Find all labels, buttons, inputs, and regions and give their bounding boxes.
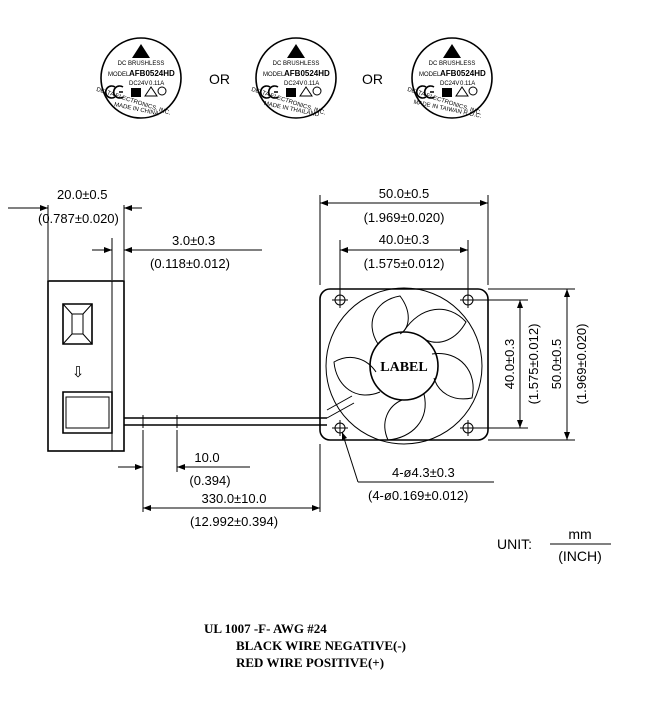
dim-height-mm: 50.0±0.5 xyxy=(549,339,564,390)
dim-width-mm: 50.0±0.5 xyxy=(379,186,430,201)
unit-denominator: (INCH) xyxy=(558,548,602,564)
dim-hole-pitch-v-in: (1.575±0.012) xyxy=(526,324,541,405)
delta-logo-icon xyxy=(443,44,461,58)
airflow-arrow-icon: ⇩ xyxy=(72,364,85,381)
dimension-text: 20.0±0.5 (0.787±0.020) 3.0±0.3 (0.118±0.… xyxy=(38,186,589,529)
dim-width-in: (1.969±0.020) xyxy=(364,210,445,225)
delta-logo-icon xyxy=(132,44,150,58)
badge-amp: 0.11A xyxy=(149,81,164,87)
dim-depth-in: (0.787±0.020) xyxy=(38,211,119,226)
note-line: UL 1007 -F- AWG #24 xyxy=(204,621,327,636)
side-strut xyxy=(62,391,113,434)
dimension-lines xyxy=(8,195,575,512)
badge-amp: 0.11A xyxy=(304,81,319,87)
badge-model-prefix: MODEL xyxy=(263,72,285,78)
dim-holes-mm: 4-ø4.3±0.3 xyxy=(392,465,455,480)
dim-lead-in: (12.992±0.394) xyxy=(190,514,278,529)
badge-line1: DC BRUSHLESS xyxy=(429,61,476,67)
label-badge: DC BRUSHLESS MODEL AFB0524HD DC24V 0.11A… xyxy=(406,37,493,120)
dim-flange-mm: 3.0±0.3 xyxy=(172,233,215,248)
or-text: OR xyxy=(362,71,383,87)
unit-numerator: mm xyxy=(568,526,591,542)
badge-volt: DC24V xyxy=(129,81,148,87)
dim-hole-pitch-v-mm: 40.0±0.3 xyxy=(502,339,517,390)
note-line: RED WIRE POSITIVE(+) xyxy=(236,655,384,670)
label-badge: DC BRUSHLESS MODEL AFB0524HD DC24V 0.11A… xyxy=(95,37,182,119)
wire-notes: UL 1007 -F- AWG #24 BLACK WIRE NEGATIVE(… xyxy=(204,621,406,670)
or-text: OR xyxy=(209,71,230,87)
badge-line1: DC BRUSHLESS xyxy=(273,61,320,67)
dim-hole-pitch-in: (1.575±0.012) xyxy=(364,256,445,271)
hub-label: LABEL xyxy=(380,360,427,375)
side-housing xyxy=(47,280,125,452)
unit-block: UNIT: mm (INCH) xyxy=(497,526,611,564)
delta-logo-icon xyxy=(287,44,305,58)
label-badges: DC BRUSHLESS MODEL AFB0524HD DC24V 0.11A… xyxy=(95,37,493,120)
badge-model: AFB0524HD xyxy=(284,69,330,78)
dim-lead-mm: 330.0±10.0 xyxy=(202,491,267,506)
dim-strip-in: (0.394) xyxy=(189,473,230,488)
badge-model: AFB0524HD xyxy=(129,69,175,78)
side-view: ⇩ xyxy=(47,280,327,452)
unit-prefix: UNIT: xyxy=(497,536,532,552)
label-badge: DC BRUSHLESS MODEL AFB0524HD DC24V 0.11A… xyxy=(250,37,337,119)
dim-depth-mm: 20.0±0.5 xyxy=(57,187,108,202)
cert-marks-icon xyxy=(415,85,478,99)
badge-line1: DC BRUSHLESS xyxy=(118,61,165,67)
dim-strip-mm: 10.0 xyxy=(194,450,219,465)
fan-opening xyxy=(325,287,483,445)
note-line: BLACK WIRE NEGATIVE(-) xyxy=(236,638,406,653)
badge-amp: 0.11A xyxy=(460,81,475,87)
fan-frame xyxy=(319,288,489,441)
front-view: LABEL xyxy=(319,287,489,445)
badge-model-prefix: MODEL xyxy=(108,72,130,78)
dim-holes-in: (4-ø0.169±0.012) xyxy=(368,488,468,503)
badge-volt: DC24V xyxy=(284,81,303,87)
dim-height-in: (1.969±0.020) xyxy=(574,324,589,405)
cert-marks-icon xyxy=(104,85,167,99)
side-strut xyxy=(62,303,93,345)
fan-hub xyxy=(369,331,439,401)
dim-flange-in: (0.118±0.012) xyxy=(150,256,230,271)
dim-hole-pitch-mm: 40.0±0.3 xyxy=(379,232,430,247)
badge-volt: DC24V xyxy=(440,81,459,87)
cert-marks-icon xyxy=(259,85,322,99)
badge-model: AFB0524HD xyxy=(440,69,486,78)
badge-model-prefix: MODEL xyxy=(419,72,441,78)
fan-blades xyxy=(333,295,474,441)
